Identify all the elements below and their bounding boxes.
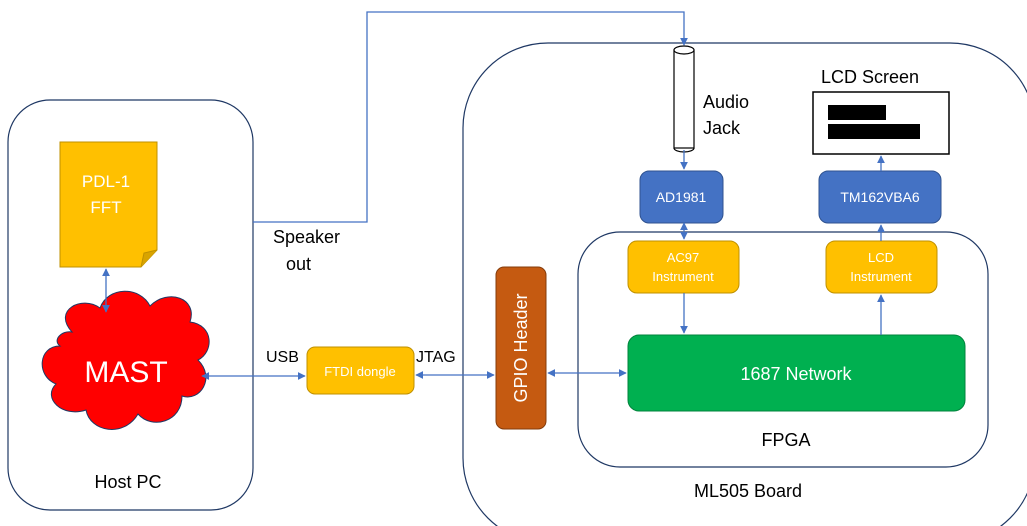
mast-label: MAST (84, 356, 167, 389)
network-label: 1687 Network (740, 364, 852, 384)
lcd-text-bar (828, 124, 920, 139)
pdl-label: PDL-1 (82, 172, 130, 191)
tm162vba6-box: TM162VBA6 (818, 170, 942, 224)
audio-label: Audio (703, 92, 749, 112)
fft-label: FFT (90, 198, 121, 217)
lcd-screen (812, 91, 950, 155)
jtag-label: JTAG (416, 349, 456, 366)
mast-cloud: MAST (41, 290, 210, 430)
lcd-inst-label: LCD (868, 250, 894, 265)
lcd-instrument-label: Instrument (850, 269, 912, 284)
ftdi-dongle-box: FTDI dongle (306, 346, 415, 395)
pdl-fft-document: PDL-1 FFT (59, 141, 158, 268)
network-1687-box: 1687 Network (627, 334, 966, 412)
tm162vba6-label: TM162VBA6 (840, 189, 920, 205)
ac97-label: AC97 (667, 250, 700, 265)
ad1981-box: AD1981 (639, 170, 724, 224)
host-pc-label: Host PC (94, 472, 161, 492)
ml505-board-label: ML505 Board (694, 481, 802, 501)
ac97-instrument-box: AC97 Instrument (627, 240, 740, 294)
ac97-instrument-label: Instrument (652, 269, 714, 284)
lcd-instrument-box: LCD Instrument (825, 240, 938, 294)
jack-label: Jack (703, 118, 741, 138)
usb-label: USB (266, 349, 299, 366)
out-label: out (286, 254, 311, 274)
speaker-out-connector (253, 11, 688, 223)
audio-jack (673, 45, 695, 153)
gpio-header-box: GPIO Header (495, 266, 547, 430)
connectors (102, 150, 885, 380)
lcd-text-bar (828, 105, 886, 120)
fpga-label: FPGA (761, 430, 810, 450)
gpio-label: GPIO Header (511, 293, 531, 402)
ftdi-label: FTDI dongle (324, 364, 396, 379)
lcd-screen-title: LCD Screen (821, 67, 919, 87)
speaker-label: Speaker (273, 227, 340, 247)
ad1981-label: AD1981 (656, 189, 707, 205)
